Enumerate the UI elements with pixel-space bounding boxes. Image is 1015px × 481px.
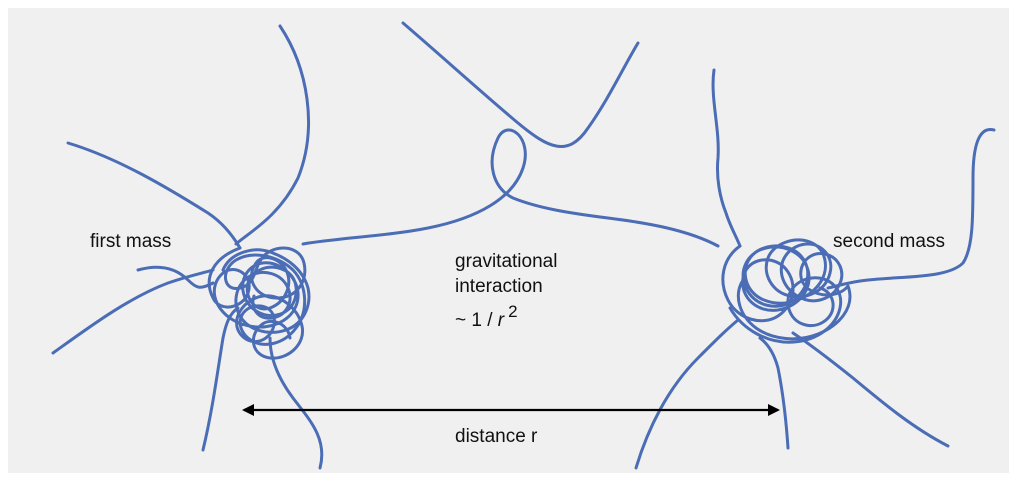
- distance-label: distance r: [455, 426, 538, 447]
- second-mass-strand-lower-right: [791, 331, 950, 448]
- second-mass-label: second mass: [833, 231, 945, 252]
- first-mass-label: first mass: [90, 231, 172, 252]
- second-mass-strands: [401, 21, 996, 470]
- formula-variable: r: [497, 310, 505, 331]
- diagram-canvas: [51, 21, 996, 470]
- center-strand-right-up: [401, 21, 640, 148]
- second-mass-strand-top: [711, 68, 742, 248]
- first-mass-strand-upper-left: [66, 141, 242, 250]
- diagram-panel: first mass second mass gravitational int…: [8, 8, 1009, 473]
- interaction-line-1: gravitational: [455, 251, 558, 272]
- second-mass-strand-down: [758, 336, 790, 450]
- first-mass-strand-top: [234, 24, 310, 246]
- second-mass-strand-right: [826, 128, 996, 290]
- first-mass-tangle-2: [221, 248, 311, 334]
- interaction-line-2: interaction: [455, 276, 543, 297]
- second-mass-tangle: [721, 238, 852, 341]
- first-mass-strand-lower: [201, 306, 240, 452]
- formula-exponent: 2: [508, 302, 518, 321]
- first-mass-strand-left: [136, 265, 215, 289]
- first-mass-strand-lower-left: [51, 268, 215, 355]
- second-mass-tangle-2: [728, 276, 843, 344]
- formula-prefix: ~ 1 /: [455, 310, 498, 331]
- second-mass-strand-lower-left: [634, 318, 740, 470]
- first-mass-strand-to-center: [301, 128, 720, 248]
- first-mass-strands: [51, 24, 720, 470]
